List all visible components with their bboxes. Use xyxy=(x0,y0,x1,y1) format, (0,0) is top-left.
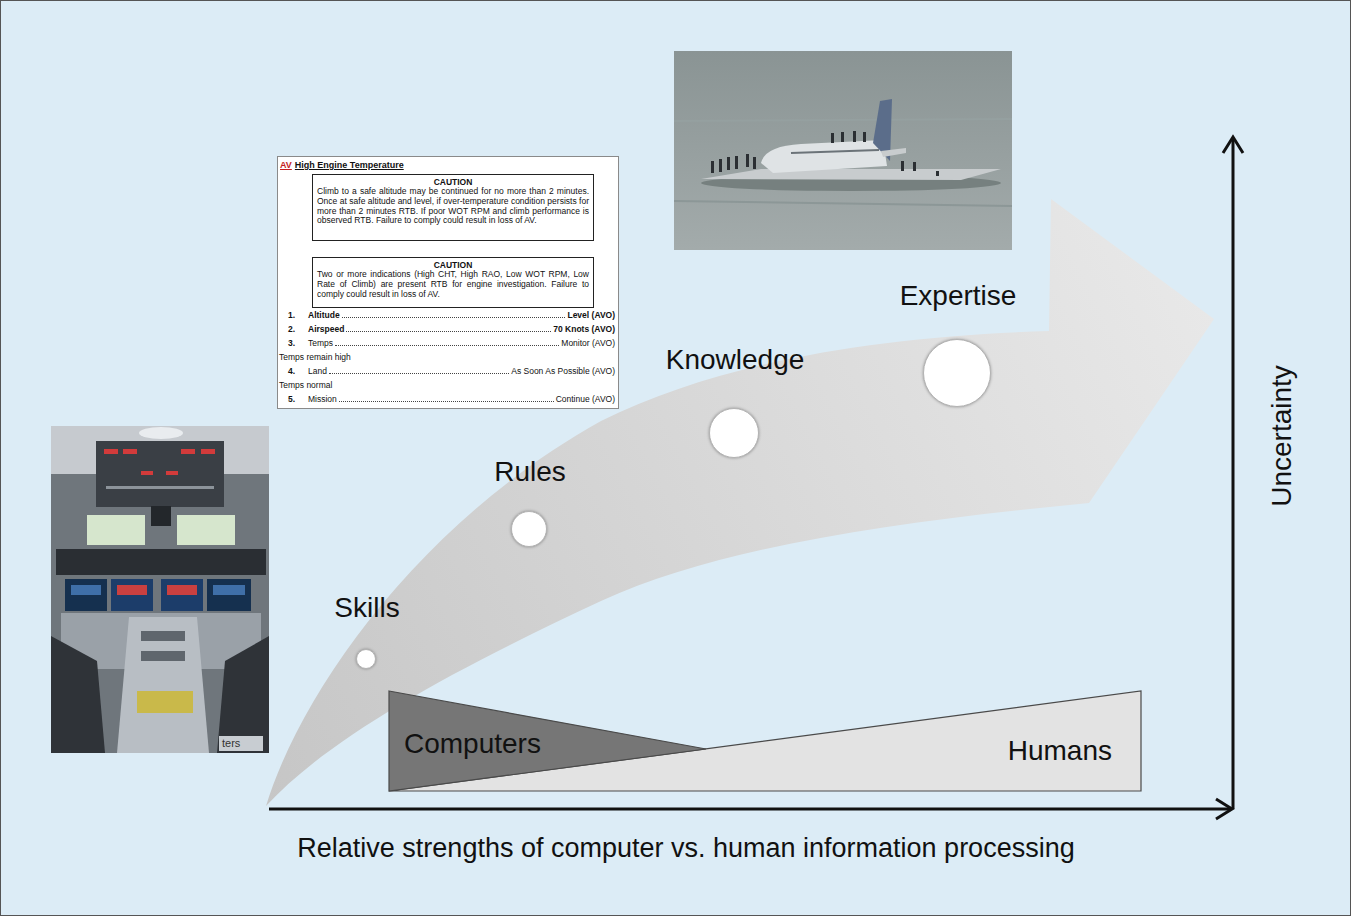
stage-label: Skills xyxy=(334,591,399,625)
stage-circle: Expertise xyxy=(923,339,991,407)
axis-title: Relative strengths of computer vs. human… xyxy=(297,832,1074,864)
caution-heading: CAUTION xyxy=(317,260,589,270)
progress-arrow xyxy=(266,199,1214,806)
ditched-plane-photo xyxy=(674,51,1012,250)
step-action: Level (AVO) xyxy=(567,310,615,321)
dotted-leader xyxy=(339,401,554,402)
procedure-step: 1.Altitude Level (AVO) xyxy=(278,310,615,321)
caution-box: CAUTIONTwo or more indications (High CHT… xyxy=(312,257,594,308)
caution-heading: CAUTION xyxy=(317,177,589,187)
step-action: As Soon As Possible (AVO) xyxy=(511,366,615,377)
step-number: 2. xyxy=(278,324,308,335)
dotted-leader xyxy=(329,373,509,374)
condition-note: Temps remain high xyxy=(279,352,351,363)
step-item: Airspeed xyxy=(308,324,344,335)
system-tag: AV xyxy=(280,160,292,170)
procedure-step: 5.Mission Continue (AVO) xyxy=(278,394,615,405)
step-action: Monitor (AVO) xyxy=(561,338,615,349)
procedure-title: AVHigh Engine Temperature xyxy=(280,160,404,171)
procedure-step: 3.Temps Monitor (AVO) xyxy=(278,338,615,349)
step-number: 1. xyxy=(278,310,308,321)
axes xyxy=(269,137,1243,819)
caution-body: Climb to a safe altitude may be continue… xyxy=(317,187,589,226)
step-action: 70 Knots (AVO) xyxy=(553,324,615,335)
dotted-leader xyxy=(335,345,559,346)
stage-circle: Rules xyxy=(511,511,547,547)
procedure-step: 2.Airspeed 70 Knots (AVO) xyxy=(278,324,615,335)
cockpit-photo xyxy=(51,426,269,753)
step-item: Land xyxy=(308,366,327,377)
wedge-fill xyxy=(389,691,1141,791)
step-item: Temps xyxy=(308,338,333,349)
condition-note: Temps normal xyxy=(279,380,332,391)
procedure-card: AVHigh Engine Temperature 1.Altitude Level… xyxy=(277,156,619,409)
wedge-label: Humans xyxy=(1008,734,1112,768)
dotted-leader xyxy=(346,331,551,332)
dotted-leader xyxy=(342,317,566,318)
step-item: Altitude xyxy=(308,310,340,321)
stage-label: Rules xyxy=(494,455,566,489)
procedure-title-text: High Engine Temperature xyxy=(295,160,404,170)
stage-circle: Skills xyxy=(356,649,376,669)
step-item: Mission xyxy=(308,394,337,405)
strength-wedge: Computers xyxy=(389,691,706,791)
caution-box: CAUTIONClimb to a safe altitude may be c… xyxy=(312,174,594,241)
step-number: 4. xyxy=(278,366,308,377)
caution-body: Two or more indications (High CHT, High … xyxy=(317,270,589,299)
stage-circle: Knowledge xyxy=(709,408,759,458)
step-action: Continue (AVO) xyxy=(556,394,615,405)
watermark: ters xyxy=(222,737,240,750)
stage-label: Knowledge xyxy=(666,343,805,377)
step-number: 3. xyxy=(278,338,308,349)
stage-label: Expertise xyxy=(900,279,1017,313)
procedure-step: 4.Land As Soon As Possible (AVO) xyxy=(278,366,615,377)
axis-title: Uncertainty xyxy=(1265,365,1299,507)
wedge-label: Computers xyxy=(404,727,541,761)
step-number: 5. xyxy=(278,394,308,405)
